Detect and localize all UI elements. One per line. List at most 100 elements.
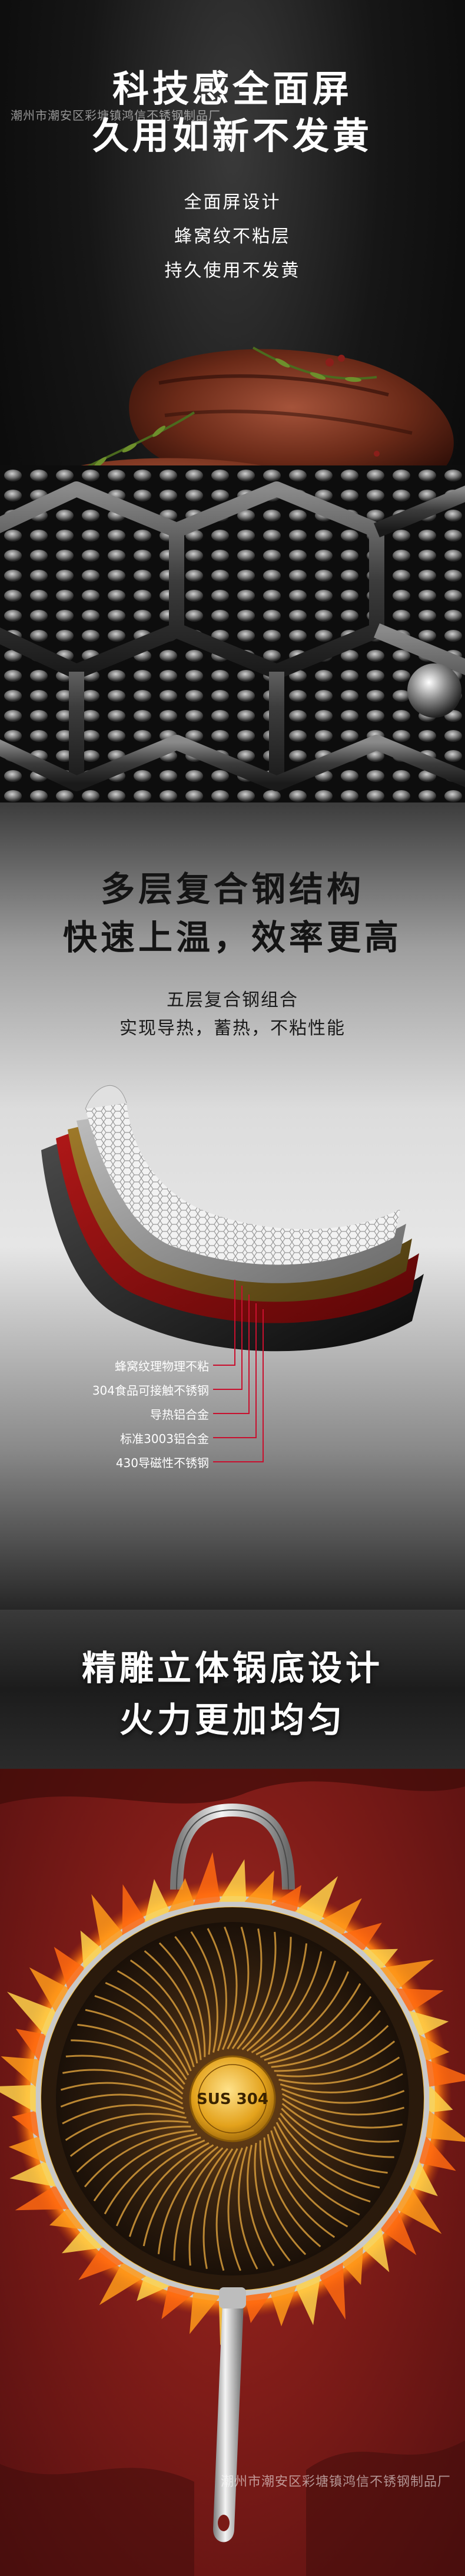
pan-rib — [281, 2088, 405, 2104]
flame — [12, 2111, 39, 2138]
flame — [408, 2010, 449, 2036]
layer-label-3003-aluminum: 标准3003铝合金 — [120, 1432, 209, 1446]
flame — [295, 1876, 338, 1923]
layer-label-430-steel: 430导磁性不锈钢 — [115, 1456, 209, 1470]
flame — [78, 2246, 124, 2280]
layer-leader-line — [213, 1437, 257, 1438]
layer-cross-section — [41, 1085, 424, 1352]
pan-rib — [259, 2140, 307, 2255]
pan-rib — [71, 2039, 184, 2090]
pan-rib — [227, 1926, 250, 2050]
flame — [244, 1870, 274, 1905]
pan-rib — [215, 2148, 238, 2271]
layer-leader-line — [213, 1389, 243, 1390]
flame — [318, 1898, 362, 1936]
pan-rib — [93, 2133, 198, 2202]
layer-leader-line — [255, 1303, 257, 1438]
pan-rib — [222, 1926, 238, 2050]
pan-rib — [237, 1931, 277, 2050]
flame — [91, 1894, 124, 1951]
flame — [99, 2262, 147, 2306]
pan-rib — [271, 2010, 381, 2068]
pan-rib — [188, 2148, 228, 2266]
flame — [341, 1923, 382, 1951]
pan-rib — [117, 1970, 195, 2068]
pan-rib — [238, 2146, 258, 2270]
steel-ball — [407, 663, 461, 718]
flame — [380, 2207, 417, 2255]
pan-rib — [282, 2098, 403, 2129]
pan-rib — [260, 1971, 350, 2058]
pan-rib — [115, 2139, 205, 2227]
flame — [0, 2085, 36, 2113]
flame — [396, 1988, 444, 2013]
flame — [15, 2029, 46, 2062]
flame — [380, 1959, 434, 1990]
flame — [15, 2185, 69, 2211]
pan-rib — [62, 2104, 185, 2125]
pan-illustration — [0, 1769, 465, 2576]
flame — [396, 2185, 442, 2234]
pan-rib — [251, 1951, 323, 2053]
layer-leader-line — [248, 1294, 250, 1414]
pan-base-title-panel: 精雕立体锅底设计 火力更加均匀 — [0, 1610, 465, 1769]
layer-label-304-steel: 304食品可接触不锈钢 — [92, 1383, 209, 1398]
pan-rib — [158, 1942, 206, 2058]
flame — [1, 2056, 39, 2087]
pan-rib — [278, 2056, 400, 2085]
nonstick-feature-panel: 科技感全面屏 久用如新不发黄 潮州市潮安区彩塘镇鸿信不锈钢制品厂 全面屏设计 蜂… — [0, 0, 465, 802]
pan-rib — [270, 2130, 348, 2228]
watermark-text: 潮州市潮安区彩塘镇鸿信不锈钢制品厂 — [221, 2475, 451, 2489]
pan-rib — [157, 2146, 219, 2254]
panel2-headline-line2: 快速上温，效率更高 — [62, 917, 402, 957]
feature-item-no-yellowing: 持久使用不发黄 — [164, 260, 301, 281]
pan-rib — [267, 1996, 372, 2065]
pan-rib — [190, 1931, 218, 2053]
panel3-headline-line2: 火力更加均匀 — [119, 1700, 346, 1740]
pan-rib — [280, 2112, 388, 2174]
flame — [318, 2262, 346, 2320]
flaming-pan-panel: SUS 304 潮州市潮安区彩塘镇鸿信不锈钢制品厂 — [0, 1769, 465, 2576]
feature-item-fullscreen: 全面屏设计 — [184, 192, 281, 213]
flame — [190, 2292, 221, 2334]
pan-rib — [275, 2122, 371, 2203]
pan-rib — [246, 1943, 308, 2052]
watermark-text: 潮州市潮安区彩塘镇鸿信不锈钢制品厂 — [11, 108, 221, 123]
pan-rib — [65, 2113, 187, 2141]
layer-label-honeycomb: 蜂窝纹理物理不粘 — [115, 1359, 209, 1373]
flame — [270, 1885, 301, 1913]
pan-rib — [247, 2145, 275, 2267]
flame — [9, 2161, 57, 2187]
pan-rib — [104, 2136, 201, 2215]
pan-rib — [60, 2093, 184, 2109]
pan-rib — [281, 2093, 405, 2116]
sus304-badge — [189, 2055, 276, 2142]
layer-leader-line — [234, 1280, 235, 1366]
pan-rib — [280, 2073, 403, 2093]
pan-rib — [174, 1936, 211, 2055]
flame — [361, 1948, 398, 1970]
layer-leader-line — [213, 1413, 250, 1414]
pan-rib — [241, 1937, 292, 2050]
pan-rib — [77, 2023, 185, 2085]
panel1-headline-line1: 科技感全面屏 — [112, 67, 353, 110]
layer-leader-line — [213, 1461, 264, 1462]
pan-rib — [274, 2025, 389, 2072]
flame — [361, 2228, 390, 2273]
flame — [429, 2085, 453, 2113]
layer-leader-line — [241, 1286, 243, 1390]
pan-rib — [264, 1983, 361, 2061]
pan-rib — [202, 2148, 234, 2269]
flame — [408, 2161, 438, 2197]
pan-rib — [144, 1950, 202, 2060]
pan-rib — [128, 2142, 210, 2237]
panel1-headline-line2: 久用如新不发黄 — [92, 114, 373, 157]
flame — [29, 1967, 69, 2013]
panel3-headline-line1: 精雕立体锅底设计 — [81, 1648, 383, 1688]
layer-leader-line — [213, 1365, 235, 1366]
flame — [137, 2275, 170, 2301]
panel2-subtitle-line2: 实现导热，蓄热，不粘性能 — [119, 1018, 346, 1039]
pan-rib — [94, 1994, 190, 2076]
flame — [62, 2228, 104, 2254]
pan-rib — [105, 1981, 192, 2072]
